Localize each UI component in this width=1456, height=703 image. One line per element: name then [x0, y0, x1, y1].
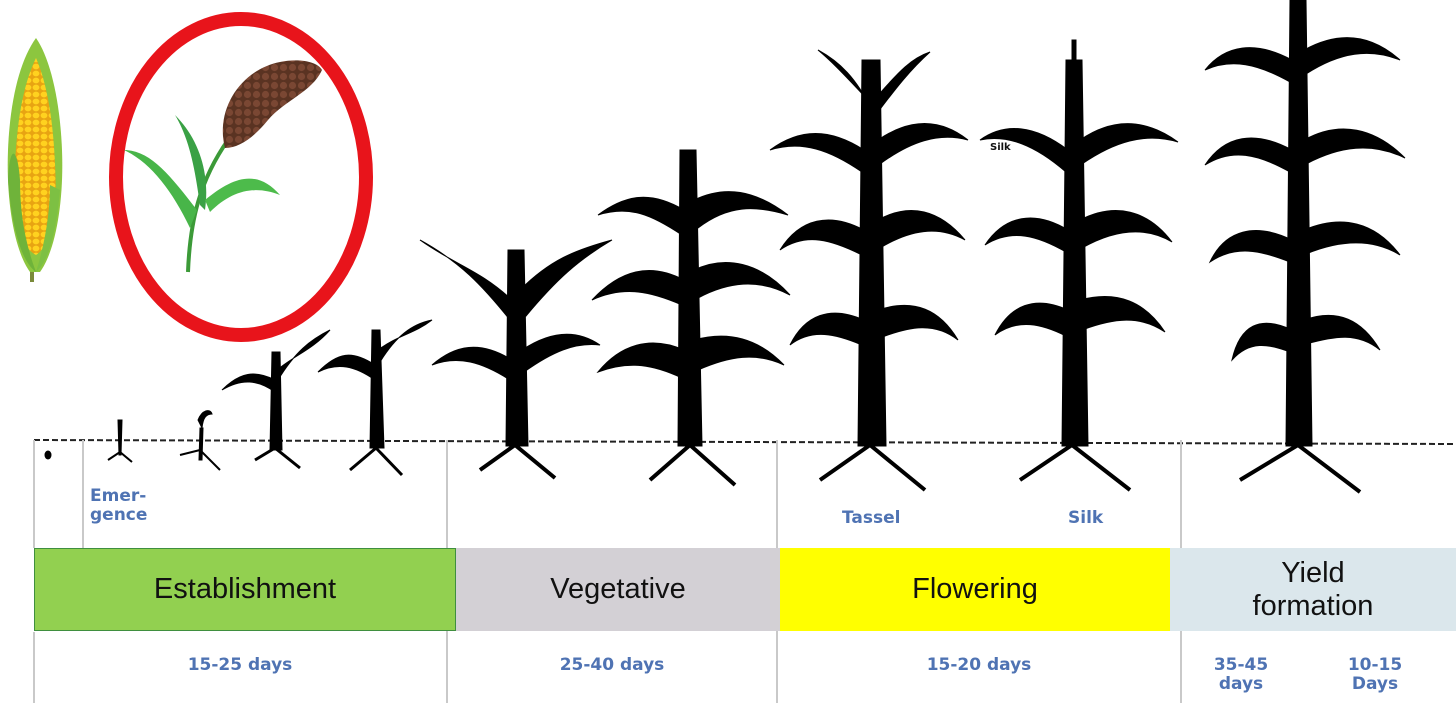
duration-establishment: 15-25 days: [34, 656, 446, 675]
duration-flowering: 15-20 days: [778, 656, 1180, 675]
duration-vegetative: 25-40 days: [448, 656, 776, 675]
stage-establishment: Establishment: [34, 548, 456, 631]
stage-vegetative: Vegetative: [456, 548, 780, 631]
duration-yield-b: 10-15 Days: [1330, 656, 1420, 694]
tassel-label: Tassel: [842, 509, 900, 528]
emergence-label: Emer- gence: [90, 487, 147, 525]
separator-line: [33, 440, 35, 548]
stage-yield-formation: Yield formation: [1170, 548, 1456, 631]
stage-flowering: Flowering: [780, 548, 1170, 631]
highlight-ring: [116, 19, 366, 335]
silk-small-label: Silk: [990, 142, 1011, 154]
plant-silhouettes: [45, 0, 1405, 492]
separator-line: [82, 440, 84, 548]
silk-label: Silk: [1068, 509, 1103, 528]
corn-cob-icon: [8, 38, 63, 282]
sorghum-plant-icon: [124, 60, 322, 272]
duration-yield-a: 35-45 days: [1196, 656, 1286, 694]
